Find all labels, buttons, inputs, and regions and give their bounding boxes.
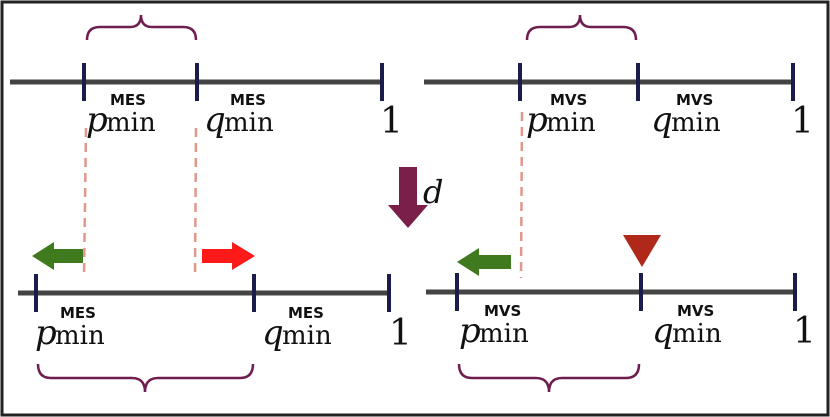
var-q: q — [651, 100, 673, 140]
sub-min: min — [672, 319, 722, 349]
sup-mes: MES — [288, 304, 324, 322]
arrow-down-icon — [388, 167, 428, 228]
var-p: p — [526, 100, 548, 140]
sup-mvs: MVS — [484, 302, 521, 320]
label-p-min-mvs: p min MVS — [526, 91, 596, 140]
sub-min: min — [106, 108, 156, 138]
sup-mes: MES — [230, 91, 266, 109]
label-q-min-mvs: q min MVS — [651, 91, 721, 140]
var-p: p — [459, 311, 481, 351]
var-p: p — [86, 100, 108, 140]
dashed-connector-p — [82, 127, 88, 279]
sup-mes: MES — [110, 91, 146, 109]
bottom-right-panel: p min MVS q min MVS 1 — [426, 235, 816, 393]
sup-mvs: MVS — [677, 302, 714, 320]
sup-mvs: MVS — [550, 91, 587, 109]
top-left-panel: p min MES q min MES 1 — [10, 14, 403, 142]
brace-top — [85, 14, 198, 41]
sup-mes: MES — [60, 304, 96, 322]
var-q: q — [204, 100, 226, 140]
label-d: d — [423, 173, 443, 211]
brace-bottom — [36, 363, 255, 393]
dashed-connector-q — [193, 127, 198, 279]
var-p: p — [35, 313, 57, 353]
dashed-connector-p — [519, 111, 524, 279]
top-right-panel: p min MVS q min MVS 1 — [424, 14, 814, 142]
var-q: q — [652, 311, 674, 351]
label-one: 1 — [380, 101, 403, 142]
label-one: 1 — [793, 311, 816, 352]
arrow-left-icon — [457, 248, 511, 276]
label-q-min-mes: q min MES — [262, 304, 332, 353]
bottom-left-panel: p min MES q min MES 1 — [18, 242, 412, 393]
label-p-min-mvs: p min MVS — [459, 302, 529, 351]
sub-min: min — [282, 321, 332, 351]
label-p-min-mes: p min MES — [86, 91, 156, 140]
sup-mvs: MVS — [676, 91, 713, 109]
brace-bottom — [457, 363, 641, 393]
label-one: 1 — [389, 313, 412, 354]
triangle-down-icon — [623, 235, 661, 267]
sub-min: min — [671, 108, 721, 138]
var-q: q — [262, 313, 284, 353]
sub-min: min — [479, 319, 529, 349]
brace-top — [525, 14, 638, 41]
sub-min: min — [224, 108, 274, 138]
arrow-left-icon — [32, 242, 83, 270]
arrow-right-icon — [202, 242, 255, 270]
label-one: 1 — [791, 101, 814, 142]
label-q-min-mvs: q min MVS — [652, 302, 722, 351]
label-q-min-mes: q min MES — [204, 91, 274, 140]
label-p-min-mes: p min MES — [35, 304, 105, 353]
sub-min: min — [55, 321, 105, 351]
sub-min: min — [546, 108, 596, 138]
